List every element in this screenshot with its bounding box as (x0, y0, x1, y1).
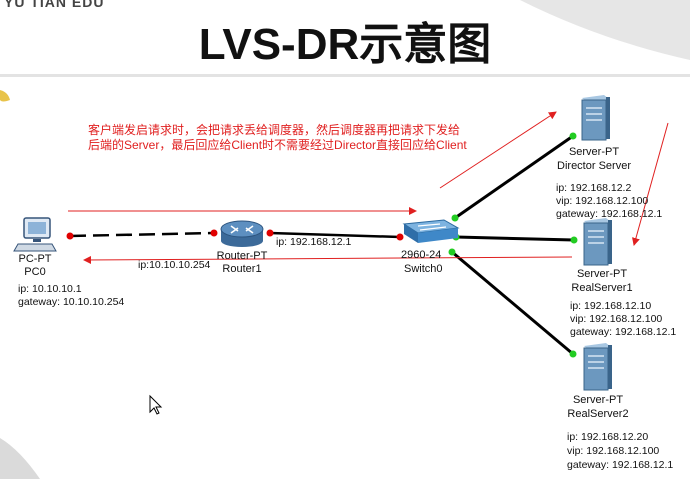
link-switch-director (454, 134, 574, 220)
director-vip: vip: 192.168.12.100 (556, 195, 649, 207)
real-server1-icon (583, 218, 612, 266)
real-server1-vip: vip: 192.168.12.100 (570, 313, 663, 325)
port-real2 (569, 350, 577, 358)
director-type-label: Server-PT (568, 146, 620, 158)
arrow-director-to-real (632, 122, 669, 246)
real-server2-vip: vip: 192.168.12.100 (567, 445, 660, 457)
pc-gateway: gateway: 10.10.10.254 (18, 296, 125, 308)
port-switch-real2 (448, 248, 456, 256)
mouse-cursor-icon (149, 394, 163, 415)
router-ip-left: ip:10.10.10.254 (138, 259, 211, 271)
director-gateway: gateway: 192.168.12.1 (556, 208, 663, 220)
pc-name-label: PC0 (24, 266, 46, 278)
router-ip-right: ip: 192.168.12.1 (276, 236, 352, 248)
real-server2-ip: ip: 192.168.12.20 (567, 431, 649, 443)
switch-type-label: 2960-24 (401, 249, 442, 261)
router-icon (220, 220, 264, 247)
flow-description: 客户端发启请求时，会把请求丢给调度器，然后调度器再把请求下发给后端的Server… (88, 123, 467, 152)
port-switch-director (451, 214, 459, 222)
real-server2-name-label: RealServer2 (567, 408, 629, 420)
link-switch-real1 (455, 235, 575, 242)
real-server2-icon (583, 343, 612, 391)
link-pc-router (69, 231, 215, 238)
switch-icon (402, 219, 460, 243)
port-router-right (266, 229, 274, 237)
router-type-label: Router-PT (216, 250, 268, 262)
title-divider (0, 74, 690, 77)
real-server2-gateway: gateway: 192.168.12.1 (567, 459, 674, 471)
port-director (569, 132, 577, 140)
director-name-label: Director Server (557, 160, 631, 172)
real-server1-name-label: RealServer1 (571, 282, 633, 294)
director-ip: ip: 192.168.12.2 (556, 182, 632, 194)
real-server2-type-label: Server-PT (572, 394, 624, 406)
port-pc (66, 232, 74, 240)
switch-name-label: Switch0 (404, 263, 443, 275)
arrow-real-to-client (83, 255, 573, 264)
real-server1-type-label: Server-PT (576, 268, 628, 280)
port-switch-router (396, 233, 404, 241)
link-switch-real2 (451, 250, 574, 356)
pc-icon (13, 217, 57, 252)
pc-ip: ip: 10.10.10.1 (18, 283, 82, 295)
brand-text: YU TIAN EDU (4, 0, 105, 10)
director-server-icon (581, 95, 610, 141)
page-title: LVS-DR示意图 (198, 20, 492, 69)
real-server1-gateway: gateway: 192.168.12.1 (570, 326, 677, 338)
pc-type-label: PC-PT (18, 253, 52, 265)
link-router-switch (269, 231, 401, 239)
arrow-switch-to-director (439, 111, 557, 189)
real-server1-ip: ip: 192.168.12.10 (570, 300, 652, 312)
port-real1 (570, 236, 578, 244)
router-name-label: Router1 (222, 263, 262, 275)
port-router-left (210, 229, 218, 237)
